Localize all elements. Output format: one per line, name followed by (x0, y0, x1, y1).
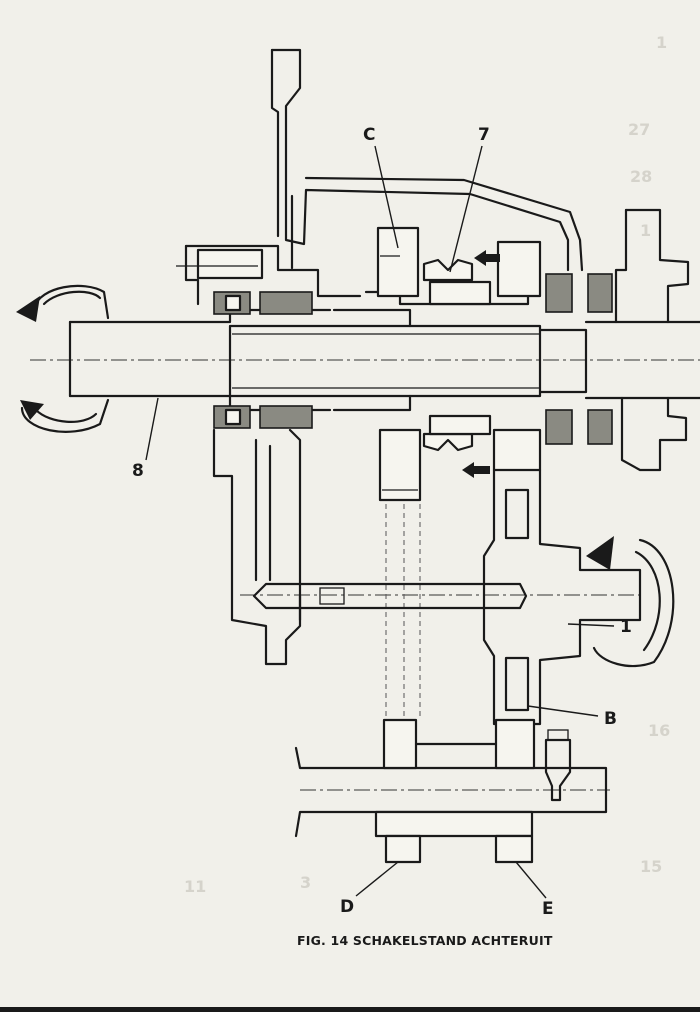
shift-arrow-lower (462, 462, 490, 478)
page-bottom-edge (0, 1007, 700, 1012)
gearbox-housing-upper (176, 48, 584, 306)
figure-caption: FIG. 14 SCHAKELSTAND ACHTERUIT (297, 933, 553, 948)
shift-direction-arrows (462, 250, 500, 478)
lay-shaft (252, 582, 528, 610)
svg-text:28: 28 (630, 167, 652, 186)
label-d: D (340, 897, 354, 917)
label-c: C (363, 125, 375, 145)
rotation-arrows (16, 284, 675, 668)
svg-text:1: 1 (656, 33, 667, 52)
lower-casing (212, 428, 302, 666)
svg-text:15: 15 (640, 857, 662, 876)
svg-text:16: 16 (648, 721, 670, 740)
shift-arrow-upper (474, 250, 500, 266)
svg-text:3: 3 (300, 873, 311, 892)
bearings (213, 273, 613, 445)
gear-b (482, 468, 642, 726)
label-8: 8 (132, 461, 144, 481)
gear-c (376, 226, 422, 502)
svg-text:27: 27 (628, 120, 650, 139)
label-b: B (604, 709, 617, 729)
label-e: E (542, 899, 554, 919)
svg-text:11: 11 (184, 877, 206, 896)
right-housing-cap (614, 208, 690, 472)
svg-text:1: 1 (640, 221, 651, 240)
bleed-through-marks: 27 28 1 16 15 1 11 3 (184, 33, 670, 896)
part-labels: C 7 8 1 B D E (132, 125, 632, 919)
selector-sleeve (422, 240, 542, 472)
label-1: 1 (620, 617, 632, 637)
output-shaft (294, 718, 608, 864)
label-7: 7 (478, 125, 490, 145)
